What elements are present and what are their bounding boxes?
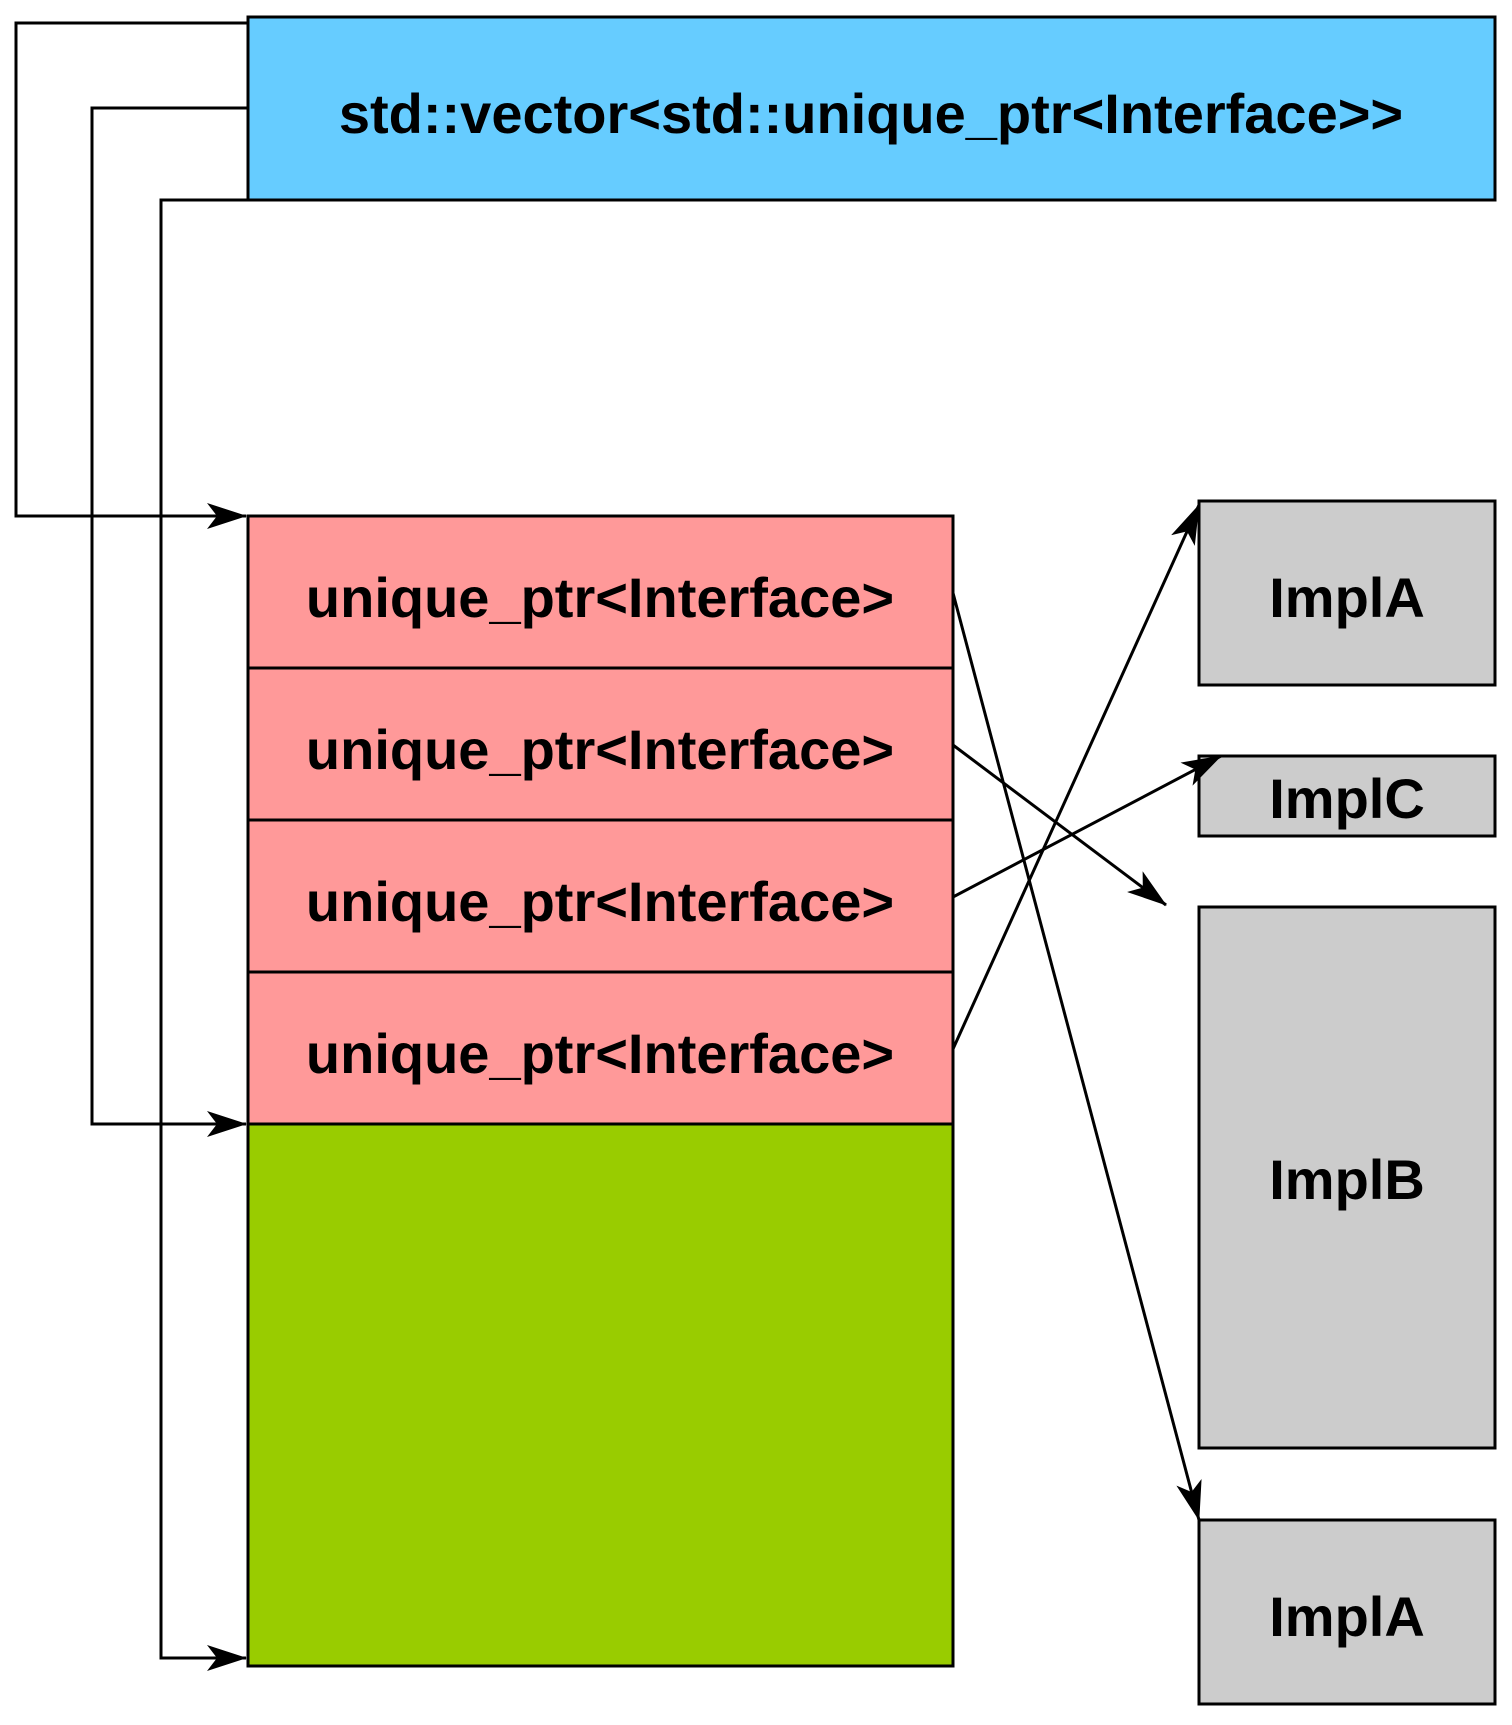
element-label: unique_ptr<Interface> [306,566,894,629]
element-row [246,514,955,670]
end-pointer-arrow [90,106,248,1137]
capacity-pointer-arrow [159,198,248,1671]
element-row [246,666,955,822]
impl-box [1197,1518,1497,1706]
element-row [246,818,955,974]
impl-label: ImplB [1269,1148,1425,1211]
element-label: unique_ptr<Interface> [306,870,894,933]
begin-pointer-arrow [14,21,248,529]
vector-box [246,15,1497,202]
element-pointer-arrow [951,592,1202,1521]
impl-label: ImplA [1269,1585,1425,1648]
impl-box [1197,905,1497,1450]
element-pointer-arrow [951,504,1201,1050]
element-pointer-arrow [952,743,1167,907]
element-pointer-arrow [952,754,1222,899]
element-label: unique_ptr<Interface> [306,718,894,781]
spare-capacity-block [246,1122,955,1668]
element-label: unique_ptr<Interface> [306,1022,894,1085]
impl-box [1197,499,1497,687]
impl-box [1197,754,1497,838]
element-row [246,970,955,1126]
impl-label: ImplA [1269,566,1425,629]
vector-label: std::vector<std::unique_ptr<Interface>> [339,82,1403,145]
impl-label: ImplC [1269,767,1425,830]
